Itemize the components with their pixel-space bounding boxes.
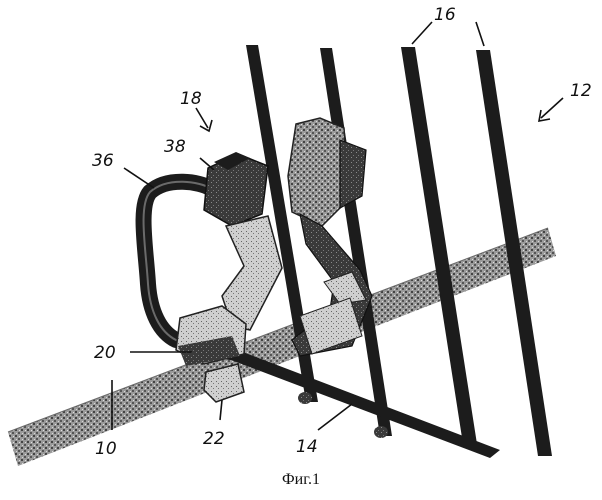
figure-caption: Фиг.1	[0, 471, 602, 489]
label-18: 18	[180, 89, 202, 109]
label-12: 12	[570, 81, 592, 101]
label-14: 14	[296, 437, 318, 457]
label-36: 36	[92, 151, 114, 171]
label-20: 20	[94, 343, 116, 363]
label-16: 16	[434, 5, 456, 25]
label-38: 38	[164, 137, 186, 157]
label-22: 22	[203, 429, 225, 449]
label-10: 10	[95, 439, 117, 459]
